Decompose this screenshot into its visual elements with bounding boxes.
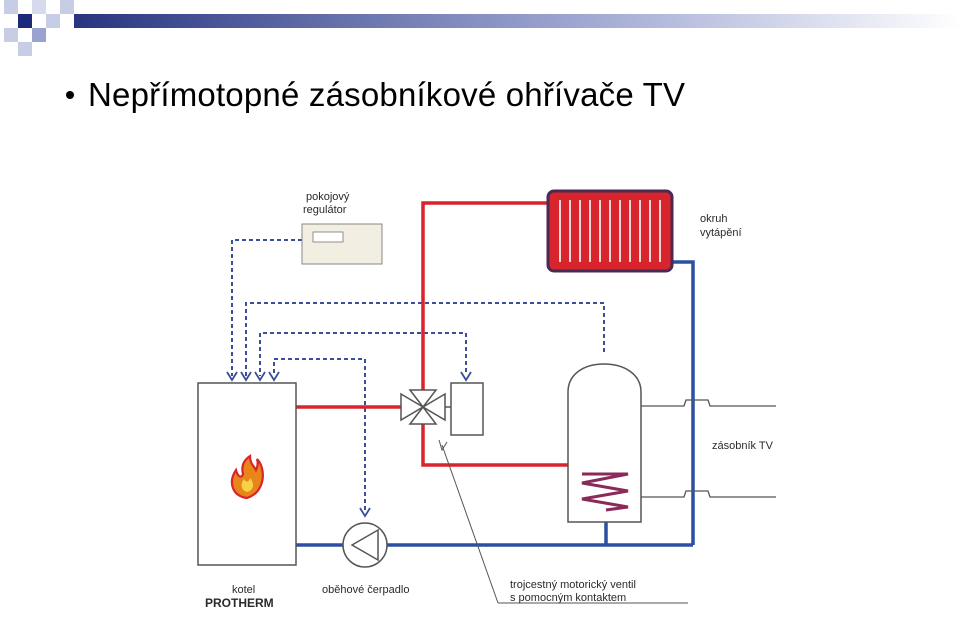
heat-exchanger-coil — [581, 472, 629, 512]
storage-tank — [567, 363, 776, 523]
regulator-label-line2: regulátor — [303, 204, 347, 216]
deco-square-3 — [4, 28, 18, 42]
deco-gradient-bar — [74, 14, 960, 28]
header-decoration — [4, 0, 960, 56]
control-line-tank-sensor — [245, 302, 605, 376]
arrow-icon — [240, 371, 252, 382]
control-lines — [231, 239, 605, 510]
arrow-icon — [254, 371, 266, 382]
deco-square-8 — [60, 0, 74, 14]
control-line-pump — [273, 358, 366, 510]
pump-label: oběhové čerpadlo — [322, 584, 409, 596]
three-way-valve — [400, 382, 484, 436]
arrow-icon — [226, 371, 238, 382]
regulator-label-line1: pokojový — [306, 191, 350, 203]
control-arrows — [226, 371, 472, 518]
heating-circuit-label-line1: okruh — [700, 213, 728, 225]
valve-down-pipe — [421, 420, 583, 476]
tank-label: zásobník TV — [712, 440, 774, 452]
control-line-valve — [259, 332, 467, 376]
arrow-icon — [359, 507, 371, 518]
valve-up-pipe — [421, 201, 548, 394]
heating-circuit-label-line2: vytápění — [700, 227, 742, 239]
flame-icon — [230, 453, 264, 500]
valve-label-line2: s pomocným kontaktem — [510, 592, 626, 604]
arrow-icon — [460, 371, 472, 382]
boiler — [197, 382, 297, 566]
bullet-icon — [66, 91, 74, 99]
radiator — [546, 189, 674, 273]
room-regulator: pokojový regulátor — [301, 191, 383, 265]
title-row: Nepřímotopné zásobníkové ohřívače TV — [66, 76, 685, 114]
deco-square-2 — [18, 14, 32, 28]
circulation-pump — [342, 522, 388, 568]
valve-label-line1: trojcestný motorický ventil — [510, 579, 636, 591]
slide-title: Nepřímotopné zásobníkové ohřívače TV — [88, 76, 686, 113]
deco-square-5 — [32, 28, 46, 42]
arrow-icon — [438, 439, 448, 452]
deco-square-1 — [4, 0, 18, 14]
deco-square-6 — [46, 14, 60, 28]
boiler-label-line2: PROTHERM — [205, 596, 274, 610]
valve-actuator — [450, 382, 484, 436]
valve-pointer-line — [441, 444, 499, 604]
deco-square-4 — [32, 0, 46, 14]
deco-square-7 — [18, 42, 32, 56]
radiator-return-pipe — [672, 260, 695, 545]
boiler-label-line1: kotel — [232, 584, 255, 596]
control-line-regulator — [231, 239, 302, 376]
arrow-icon — [268, 371, 280, 382]
